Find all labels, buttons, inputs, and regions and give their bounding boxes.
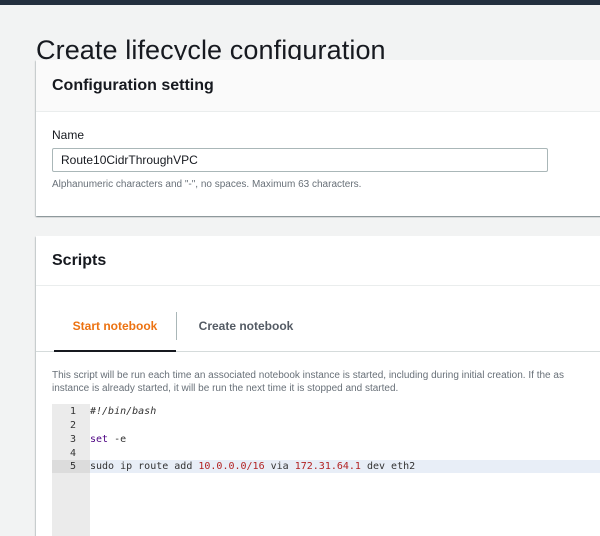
line-number: 4 — [69, 448, 76, 459]
script-description: This script will be run each time an ass… — [52, 369, 600, 395]
code-line-active: 5 sudo ip route add 10.0.0.0/16 via 172.… — [52, 460, 600, 473]
code-token: via — [264, 461, 295, 472]
scripts-panel: Scripts Start notebook Create notebook T… — [36, 236, 600, 536]
code-token-cidr: 10.0.0.0/16 — [198, 461, 265, 472]
tab-create-notebook[interactable]: Create notebook — [198, 319, 294, 333]
code-line: 1 #!/bin/bash — [52, 405, 600, 418]
code-line: 2 — [52, 419, 600, 432]
configuration-setting-panel: Configuration setting Name Route10CidrTh… — [36, 60, 600, 216]
code-line: 3 set -e — [52, 433, 600, 446]
code-text: #!/bin/bash — [90, 406, 157, 417]
script-description-line: This script will be run each time an ass… — [52, 370, 564, 381]
code-token-ip: 172.31.64.1 — [294, 461, 361, 472]
name-input[interactable]: Route10CidrThroughVPC — [52, 148, 548, 172]
line-number: 3 — [69, 434, 76, 445]
code-token: sudo ip route add — [90, 461, 199, 472]
configuration-setting-header: Configuration setting — [36, 60, 600, 112]
script-tabs: Start notebook Create notebook — [36, 287, 600, 352]
code-line: 4 — [52, 447, 600, 460]
script-description-line: instance is already started, it will be … — [52, 383, 399, 394]
configuration-setting-title: Configuration setting — [52, 76, 214, 94]
tab-divider — [176, 312, 177, 340]
scripts-header: Scripts — [36, 236, 600, 286]
code-text: sudo ip route add 10.0.0.0/16 via 172.31… — [90, 460, 415, 473]
console-top-bar — [0, 0, 600, 5]
line-number: 1 — [69, 406, 76, 417]
tab-start-notebook[interactable]: Start notebook — [54, 287, 176, 352]
name-label: Name — [52, 128, 85, 142]
code-token: dev eth2 — [360, 461, 416, 472]
name-constraint-hint: Alphanumeric characters and "-", no spac… — [52, 179, 362, 190]
code-text: set -e — [90, 433, 126, 446]
code-flag: -e — [114, 434, 127, 445]
code-keyword: set — [90, 434, 115, 445]
script-code-editor[interactable]: 1 #!/bin/bash 2 3 set -e 4 5 sudo ip rou… — [52, 404, 600, 536]
line-number: 5 — [52, 460, 90, 473]
line-number: 2 — [69, 420, 76, 431]
scripts-title: Scripts — [52, 251, 107, 269]
